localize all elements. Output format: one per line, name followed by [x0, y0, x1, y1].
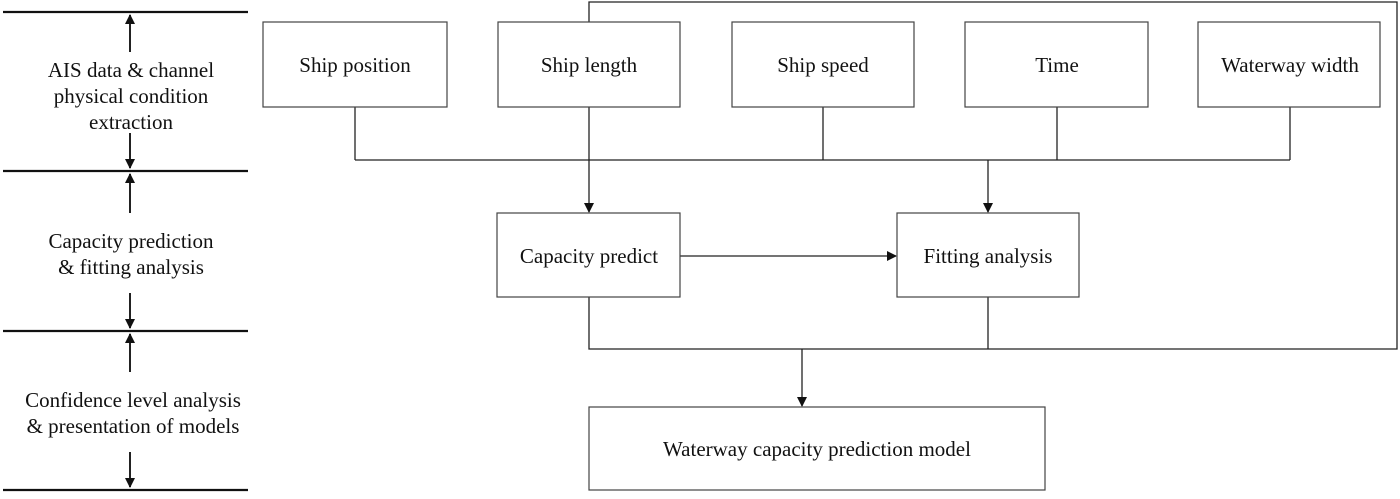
prediction-model-box: Waterway capacity prediction model: [588, 406, 1046, 491]
input-box-ship-length: Ship length: [497, 21, 681, 108]
stage-3-label: Confidence level analysis: [25, 388, 241, 412]
process-label: Fitting analysis: [924, 244, 1053, 268]
input-label: Waterway width: [1221, 53, 1359, 77]
stage-1-label: AIS data & channel: [48, 58, 214, 82]
input-label: Ship position: [299, 53, 411, 77]
input-label: Ship speed: [777, 53, 869, 77]
input-label: Time: [1035, 53, 1079, 77]
capacity-predict-box: Capacity predict: [496, 212, 681, 298]
feedback-loop-line: [588, 1, 1398, 350]
stage-3-label: & presentation of models: [27, 414, 240, 438]
output-label: Waterway capacity prediction model: [663, 437, 971, 461]
input-box-waterway-width: Waterway width: [1197, 21, 1381, 108]
stage-1-label: physical condition: [54, 84, 209, 108]
stage-2-label: Capacity prediction: [48, 229, 214, 253]
input-box-ship-position: Ship position: [262, 21, 448, 108]
connectors: [354, 1, 1398, 407]
input-label: Ship length: [541, 53, 638, 77]
stage-1-label: extraction: [89, 110, 173, 134]
process-label: Capacity predict: [520, 244, 658, 268]
stage-panel: AIS data & channel physical condition ex…: [3, 10, 248, 492]
input-box-time: Time: [964, 21, 1149, 108]
fitting-analysis-box: Fitting analysis: [896, 212, 1080, 298]
input-box-ship-speed: Ship speed: [731, 21, 915, 108]
stage-2-label: & fitting analysis: [58, 255, 204, 279]
